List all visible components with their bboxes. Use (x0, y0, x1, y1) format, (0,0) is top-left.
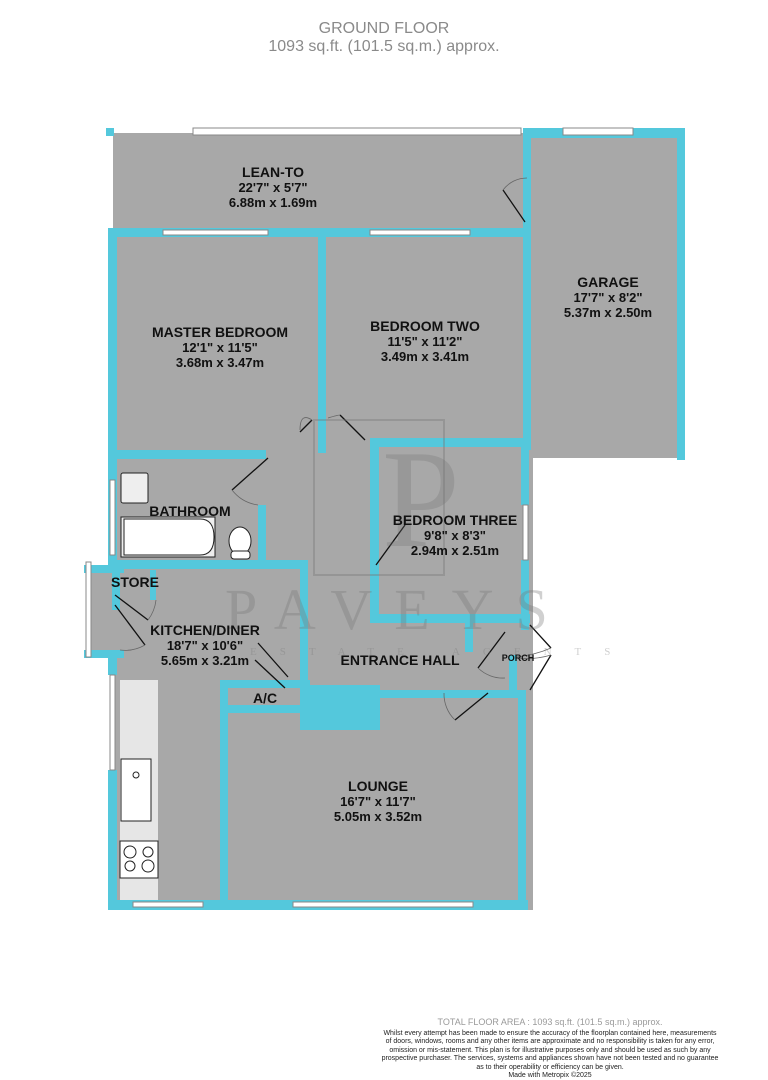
room-metric: 6.88m x 1.69m (228, 195, 318, 210)
room-metric: 5.05m x 3.52m (333, 809, 423, 824)
room-lounge: LOUNGE 16'7" x 11'7" 5.05m x 3.52m (308, 778, 448, 825)
room-imperial: 11'5" x 11'2" (387, 334, 463, 349)
room-metric: 5.65m x 3.21m (160, 653, 250, 668)
disclaimer-line: Whilst every attempt has been made to en… (383, 1030, 717, 1037)
room-name: KITCHEN/DINER (150, 622, 260, 638)
room-store: STORE (105, 575, 165, 590)
hob-icon (119, 840, 159, 879)
doors (114, 177, 552, 721)
disclaimer-line: prospective purchaser. The services, sys… (381, 1055, 719, 1063)
disclaimer-line: of doors, windows, rooms and any other i… (385, 1038, 715, 1046)
room-imperial: 17'7" x 8'2" (573, 290, 643, 305)
bathtub-icon (123, 518, 215, 556)
room-lean-to: LEAN-TO 22'7" x 5'7" 6.88m x 1.69m (213, 164, 333, 211)
room-metric: 3.68m x 3.47m (175, 355, 265, 370)
garage-floor (530, 133, 685, 458)
kitchen-sink-icon (120, 758, 152, 822)
room-metric: 5.37m x 2.50m (563, 305, 653, 320)
room-name: BEDROOM TWO (370, 318, 480, 334)
room-name: ENTRANCE HALL (340, 652, 460, 668)
room-imperial: 12'1" x 11'5" (182, 340, 258, 355)
room-name: BEDROOM THREE (392, 512, 518, 528)
room-name: MASTER BEDROOM (151, 324, 289, 340)
room-imperial: 18'7" x 10'6" (166, 638, 244, 653)
room-imperial: 16'7" x 11'7" (340, 794, 416, 809)
disclaimer-line: omission or mis-statement. This plan is … (389, 1046, 711, 1054)
total-floor-area: TOTAL FLOOR AREA : 1093 sq.ft. (101.5 sq… (437, 1017, 663, 1027)
room-name: STORE (111, 574, 159, 590)
floor-area-subtitle: 1093 sq.ft. (101.5 sq.m.) approx. (268, 38, 500, 55)
disclaimer: Whilst every attempt has been made to en… (340, 1030, 760, 1080)
room-entrance-hall: ENTRANCE HALL (330, 653, 470, 668)
room-kitchen-diner: KITCHEN/DINER 18'7" x 10'6" 5.65m x 3.21… (145, 622, 265, 669)
room-name: A/C (252, 690, 278, 706)
room-name: LEAN-TO (242, 164, 304, 180)
room-bathroom: BATHROOM (140, 504, 240, 519)
room-metric: 2.94m x 2.51m (410, 543, 500, 558)
room-porch: PORCH (498, 651, 538, 666)
watermark-monogram-icon (313, 419, 445, 576)
room-metric: 3.49m x 3.41m (380, 349, 470, 364)
room-garage: GARAGE 17'7" x 8'2" 5.37m x 2.50m (543, 274, 673, 321)
floor-title: GROUND FLOOR (318, 20, 450, 37)
bathroom-sink-icon (120, 472, 149, 504)
room-name: LOUNGE (348, 778, 408, 794)
room-bedroom-three: BEDROOM THREE 9'8" x 8'3" 2.94m x 2.51m (385, 512, 525, 559)
credit: Made with Metropix ©2025 (508, 1072, 592, 1080)
room-name: BATHROOM (149, 503, 231, 519)
disclaimer-line: as to their operability or efficiency ca… (476, 1063, 624, 1071)
room-bedroom-two: BEDROOM TWO 11'5" x 11'2" 3.49m x 3.41m (355, 318, 495, 365)
windows (85, 127, 634, 908)
room-name: PORCH (501, 653, 535, 663)
fixtures (119, 472, 252, 879)
room-master-bedroom: MASTER BEDROOM 12'1" x 11'5" 3.68m x 3.4… (130, 324, 310, 371)
room-imperial: 9'8" x 8'3" (424, 528, 486, 543)
room-airing-cupboard: A/C (245, 691, 285, 706)
lean-to-floor (113, 133, 533, 233)
room-name: GARAGE (577, 274, 639, 290)
room-imperial: 22'7" x 5'7" (238, 180, 308, 195)
